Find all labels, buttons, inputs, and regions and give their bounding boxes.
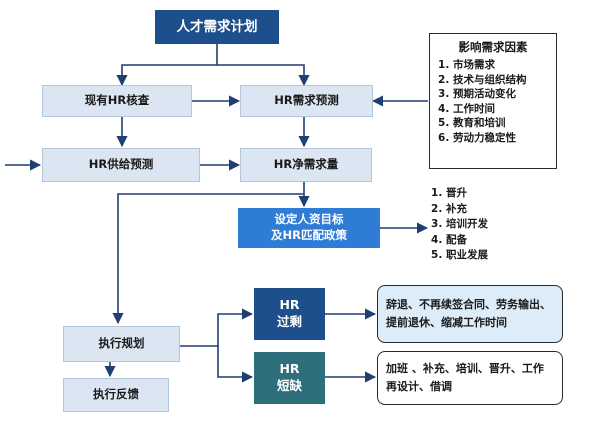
policy-item: 晋升 <box>446 186 550 202</box>
factor-item: 劳动力稳定性 <box>453 131 550 146</box>
hr-surplus-line-2: 过剩 <box>276 314 302 329</box>
factor-item: 市场需求 <box>453 58 550 73</box>
policy-item: 职业发展 <box>446 248 550 264</box>
hr-shortage-box: HR 短缺 <box>254 352 325 404</box>
arrow-plan-to-demand-forecast <box>217 64 310 87</box>
shortage-actions-box: 加班 、补充、培训、晋升、工作再设计、借调 <box>377 351 563 405</box>
demand-factors-panel: 影响需求因素 市场需求 技术与组织结构 预期活动变化 工作时间 教育和培训 劳动… <box>429 33 557 169</box>
factor-item: 预期活动变化 <box>453 87 550 102</box>
demand-factors-title: 影响需求因素 <box>458 40 528 54</box>
policy-list: 晋升 补充 培训开发 配备 职业发展 <box>430 186 550 264</box>
demand-factors-list: 市场需求 技术与组织结构 预期活动变化 工作时间 教育和培训 劳动力稳定性 <box>436 58 550 145</box>
arrow-execute-to-surplus <box>180 308 254 347</box>
execute-plan-box: 执行规划 <box>63 326 180 362</box>
set-goals-line-2: 及HR匹配政策 <box>271 228 347 242</box>
hr-demand-forecast-box: HR需求预测 <box>240 85 373 117</box>
hr-shortage-line-1: HR <box>279 361 300 377</box>
talent-plan-box: 人才需求计划 <box>155 10 279 44</box>
policy-item: 配备 <box>446 233 550 249</box>
arrow-plan-to-existing-hr <box>116 44 218 87</box>
hr-surplus-box: HR 过剩 <box>254 288 325 340</box>
factor-item: 教育和培训 <box>453 116 550 131</box>
execute-feedback-box: 执行反馈 <box>63 378 169 412</box>
policy-item: 补充 <box>446 202 550 218</box>
arrow-execute-to-shortage <box>217 346 254 383</box>
set-goals-line-1: 设定人资目标 <box>274 212 344 227</box>
factor-item: 工作时间 <box>453 102 550 117</box>
shortage-actions-text: 加班 、补充、培训、晋升、工作再设计、借调 <box>386 362 544 393</box>
factor-item: 技术与组织结构 <box>453 73 550 88</box>
hr-surplus-line-1: HR <box>279 297 300 313</box>
hr-shortage-line-2: 短缺 <box>276 378 302 393</box>
existing-hr-box: 现有HR核查 <box>42 85 192 117</box>
policy-items: 晋升 补充 培训开发 配备 职业发展 <box>430 186 550 264</box>
surplus-actions-box: 辞退、不再续签合同、劳务输出、提前退休、缩减工作时间 <box>377 285 563 343</box>
set-goals-box: 设定人资目标 及HR匹配政策 <box>238 208 380 248</box>
policy-item: 培训开发 <box>446 217 550 233</box>
hr-net-demand-box: HR净需求量 <box>240 148 372 182</box>
arrow-net-to-execute <box>112 193 304 325</box>
surplus-actions-text: 辞退、不再续签合同、劳务输出、提前退休、缩减工作时间 <box>386 298 551 329</box>
hr-supply-forecast-box: HR供给预测 <box>42 148 200 182</box>
